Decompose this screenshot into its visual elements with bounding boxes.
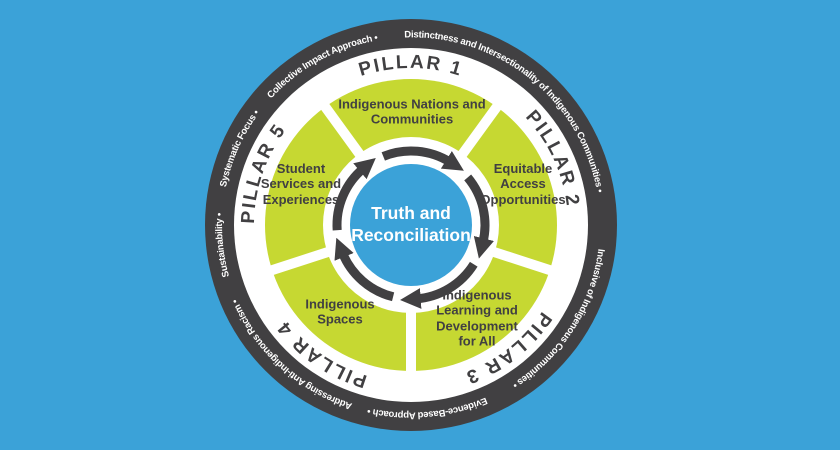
cycle-arrow-icon bbox=[334, 237, 395, 302]
segment-label-indigenous-nations: Indigenous Nations and Communities bbox=[338, 96, 486, 127]
cycle-arrows bbox=[332, 146, 494, 309]
center-circle bbox=[350, 164, 472, 286]
segment-label-indigenous-learning: Indigenous Learning and Development for … bbox=[436, 287, 518, 349]
segment-label-equitable-access: Equitable Access Opportunities bbox=[480, 161, 566, 207]
cycle-arrow-icon bbox=[400, 261, 478, 309]
center-label-truth-reconciliation: Truth and Reconciliation bbox=[351, 203, 471, 245]
cycle-arrow-icon bbox=[464, 174, 494, 259]
cycle-arrow-icon bbox=[381, 146, 464, 171]
segment-label-indigenous-spaces: Indigenous Spaces bbox=[305, 296, 375, 327]
cycle-arrow-icon bbox=[332, 157, 376, 231]
segment-label-student-services: Student Services and Experiences bbox=[260, 161, 342, 207]
